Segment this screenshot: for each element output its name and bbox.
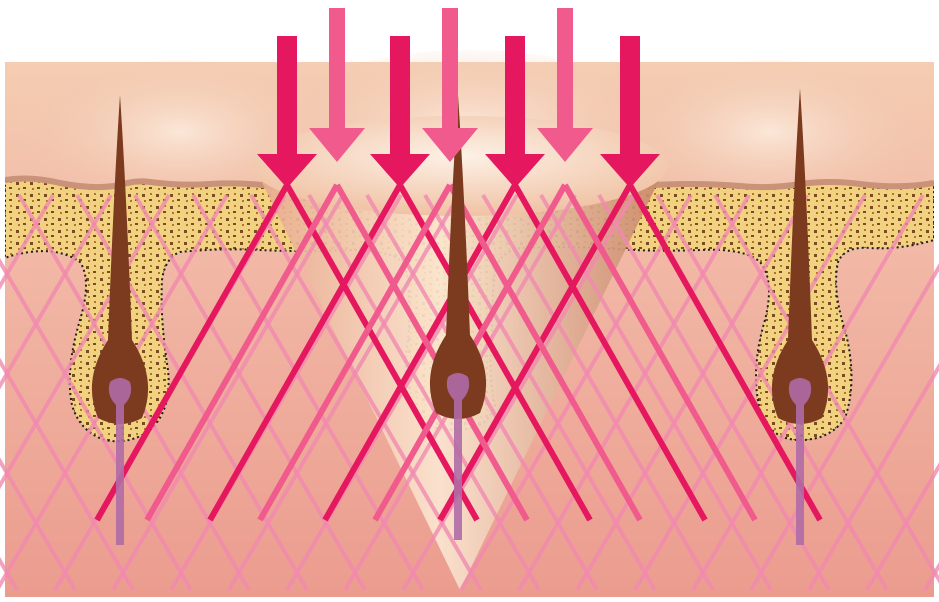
laser-hair-removal-diagram xyxy=(0,0,939,602)
diagram-canvas xyxy=(0,0,939,602)
